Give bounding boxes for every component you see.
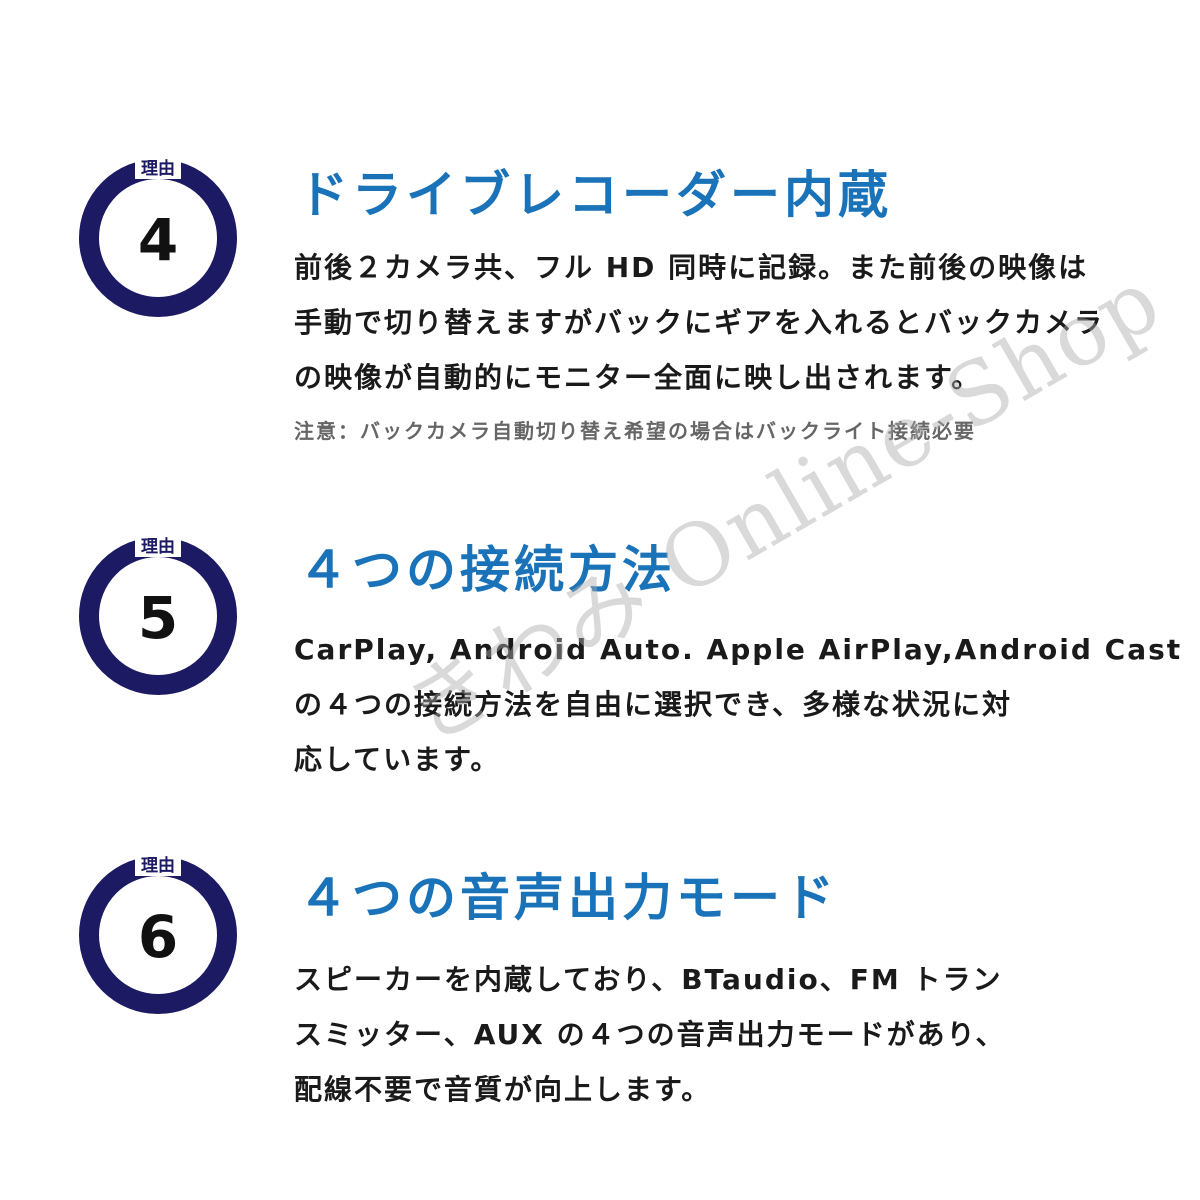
reason-number: 6 <box>137 903 179 971</box>
body-line: 配線不要で音質が向上します。 <box>294 1073 712 1106</box>
body-line: スピーカーを内蔵しており、BTaudio、FM トラン <box>294 963 1003 996</box>
reason-tag: 理由 <box>135 851 181 876</box>
reason-number: 5 <box>137 584 179 652</box>
section-heading-5: ４つの接続方法 <box>298 541 676 599</box>
reason-badge-4: 理由 4 <box>78 154 238 318</box>
section-note-4: 注意：バックカメラ自動切り替え希望の場合はバックライト接続必要 <box>294 419 976 443</box>
section-body-4: 前後２カメラ共、フル HD 同時に記録。また前後の映像は 手動で切り替えますがバ… <box>294 240 1174 405</box>
body-line: の映像が自動的にモニター全面に映し出されます。 <box>294 361 982 394</box>
body-line: 前後２カメラ共、フル HD 同時に記録。また前後の映像は <box>294 251 1089 284</box>
reason-badge-6: 理由 6 <box>78 851 238 1015</box>
reason-tag: 理由 <box>135 154 181 179</box>
section-body-6: スピーカーを内蔵しており、BTaudio、FM トラン スミッター、AUX の４… <box>294 952 1174 1117</box>
reason-tag: 理由 <box>135 532 181 557</box>
section-body-5: CarPlay, Android Auto. Apple AirPlay,And… <box>294 622 1183 787</box>
body-line: 応しています。 <box>294 743 501 776</box>
body-line: の４つの接続方法を自由に選択でき、多様な状況に対 <box>294 688 1013 721</box>
section-heading-6: ４つの音声出力モード <box>298 869 838 927</box>
body-line: スミッター、AUX の４つの音声出力モードがあり、 <box>294 1018 1006 1051</box>
body-line: CarPlay, Android Auto. Apple AirPlay,And… <box>294 633 1183 666</box>
section-heading-4: ドライブレコーダー内蔵 <box>298 166 892 224</box>
reason-number: 4 <box>137 206 179 274</box>
reason-badge-5: 理由 5 <box>78 532 238 696</box>
body-line: 手動で切り替えますがバックにギアを入れるとバックカメラ <box>294 306 1105 339</box>
